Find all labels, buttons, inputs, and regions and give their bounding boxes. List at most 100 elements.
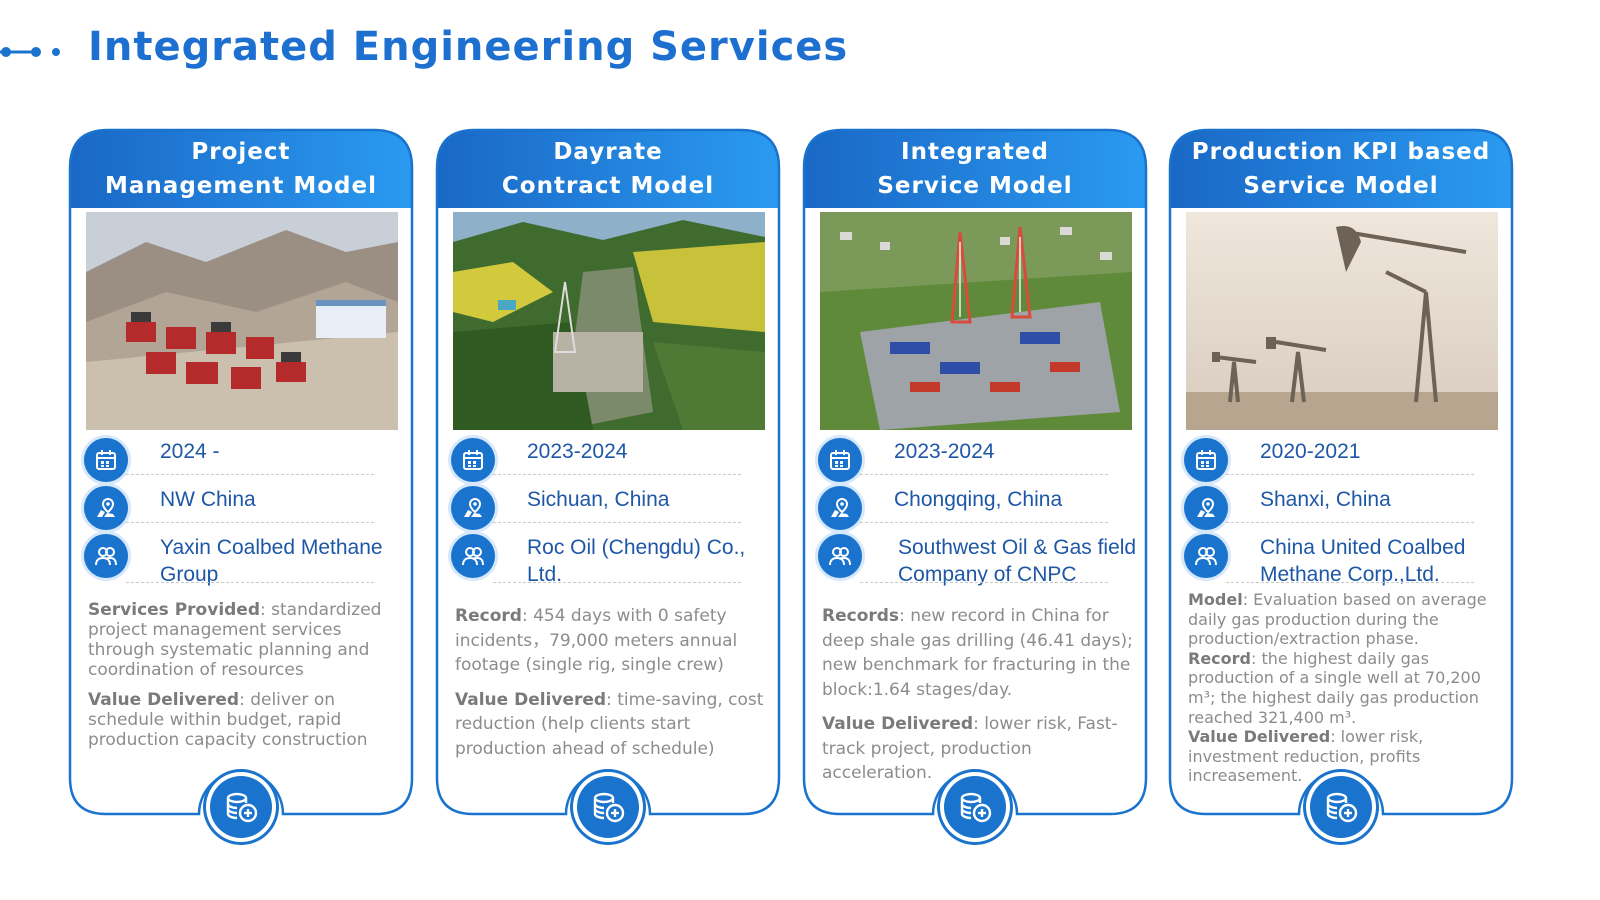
card-title: Project Management Model bbox=[105, 139, 377, 199]
page-header: Integrated Engineering Services bbox=[0, 20, 900, 80]
card-title: Dayrate Contract Model bbox=[501, 139, 715, 199]
divider bbox=[493, 474, 741, 475]
divider bbox=[1226, 474, 1474, 475]
twin-rig-site-photo bbox=[820, 212, 1132, 430]
card-title: Integrated Service Model bbox=[877, 139, 1073, 199]
date-row: 2020-2021 bbox=[1184, 434, 1484, 484]
desc-text: : new record in China for deep shale gas… bbox=[822, 606, 1133, 700]
drilling-site-mountain-photo bbox=[86, 212, 398, 430]
people-icon bbox=[451, 534, 495, 578]
calendar-icon bbox=[451, 438, 495, 482]
divider bbox=[1226, 522, 1474, 523]
desc-paragraph: Record: the highest daily gas production… bbox=[1188, 649, 1506, 727]
date-row: 2024 - bbox=[84, 434, 384, 484]
coins-badge-icon bbox=[210, 776, 272, 838]
card-frame bbox=[68, 128, 414, 816]
coins-badge-icon bbox=[944, 776, 1006, 838]
desc-text: : lower risk, investment reduction, prof… bbox=[1188, 727, 1424, 786]
card-frame bbox=[435, 128, 781, 816]
desc-text: : 454 days with 0 safety incidents，79,00… bbox=[455, 606, 738, 675]
divider bbox=[126, 474, 374, 475]
divider bbox=[493, 522, 741, 523]
client-name: Roc Oil (Chengdu) Co., Ltd. bbox=[527, 536, 746, 586]
project-date: 2020-2021 bbox=[1260, 440, 1361, 463]
location-row: Shanxi, China bbox=[1184, 482, 1484, 532]
people-icon bbox=[84, 534, 128, 578]
desc-paragraph: Model: Evaluation based on average daily… bbox=[1188, 590, 1506, 649]
client-name: Southwest Oil & Gas field Company of CNP… bbox=[898, 536, 1137, 586]
client-row: Southwest Oil & Gas field Company of CNP… bbox=[818, 530, 1136, 590]
location-row: Chongqing, China bbox=[818, 482, 1118, 532]
desc-label: Services Provided bbox=[88, 600, 261, 620]
date-row: 2023-2024 bbox=[451, 434, 751, 484]
desc-paragraph: Value Delivered: deliver on schedule wit… bbox=[88, 690, 406, 750]
coins-badge-icon bbox=[577, 776, 639, 838]
project-location: NW China bbox=[160, 488, 256, 511]
map-pin-icon bbox=[818, 486, 862, 530]
desc-paragraph: Value Delivered: lower risk, investment … bbox=[1188, 727, 1506, 786]
desc-label: Records bbox=[822, 606, 900, 626]
calendar-icon bbox=[84, 438, 128, 482]
map-pin-icon bbox=[1184, 486, 1228, 530]
client-row: Yaxin Coalbed Methane Group bbox=[84, 530, 384, 590]
desc-text: : Evaluation based on average daily gas … bbox=[1188, 590, 1487, 649]
desc-text: : standardized project management servic… bbox=[88, 600, 382, 680]
desc-label: Model bbox=[1188, 590, 1243, 609]
divider bbox=[860, 474, 1108, 475]
desc-paragraph: Services Provided: standardized project … bbox=[88, 600, 406, 680]
card-description: Model: Evaluation based on average daily… bbox=[1188, 590, 1506, 786]
card-frame bbox=[1168, 128, 1514, 816]
card-description: Services Provided: standardized project … bbox=[88, 600, 406, 760]
divider bbox=[860, 522, 1108, 523]
desc-text: : the highest daily gas production of a … bbox=[1188, 648, 1481, 727]
dots-decoration-icon bbox=[0, 47, 60, 57]
project-location: Sichuan, China bbox=[527, 488, 670, 511]
service-card-3: Integrated Service Model 2023-2024 Chong… bbox=[802, 128, 1148, 838]
card-description: Records: new record in China for deep sh… bbox=[822, 604, 1140, 796]
divider bbox=[860, 582, 1108, 583]
client-name: Yaxin Coalbed Methane Group bbox=[160, 536, 383, 586]
desc-paragraph: Value Delivered: time-saving, cost reduc… bbox=[455, 688, 773, 762]
divider bbox=[493, 582, 741, 583]
project-date: 2024 - bbox=[160, 440, 220, 463]
desc-label: Record bbox=[455, 606, 522, 626]
divider bbox=[1226, 582, 1474, 583]
coins-badge-icon bbox=[1310, 776, 1372, 838]
map-pin-icon bbox=[84, 486, 128, 530]
people-icon bbox=[818, 534, 862, 578]
desc-label: Value Delivered bbox=[1188, 727, 1331, 747]
rig-in-valley-photo bbox=[453, 212, 765, 430]
desc-text: : time-saving, cost reduction (help clie… bbox=[455, 689, 764, 759]
card-description: Record: 454 days with 0 safety incidents… bbox=[455, 604, 773, 771]
desc-paragraph: Record: 454 days with 0 safety incidents… bbox=[455, 604, 773, 678]
location-row: Sichuan, China bbox=[451, 482, 751, 532]
desc-label: Value Delivered bbox=[822, 714, 974, 734]
desc-text: : lower risk, Fast-track project, produc… bbox=[822, 714, 1118, 783]
client-row: China United Coalbed Methane Corp.,Ltd. bbox=[1184, 530, 1484, 590]
location-row: NW China bbox=[84, 482, 384, 532]
page-title: Integrated Engineering Services bbox=[88, 24, 849, 70]
calendar-icon bbox=[818, 438, 862, 482]
service-card-1: Project Management Model 2024 - NW China bbox=[68, 128, 414, 838]
pump-jacks-photo bbox=[1186, 212, 1498, 430]
desc-text: : deliver on schedule within budget, rap… bbox=[88, 690, 368, 750]
calendar-icon bbox=[1184, 438, 1228, 482]
project-location: Chongqing, China bbox=[894, 488, 1063, 511]
divider bbox=[126, 522, 374, 523]
project-date: 2023-2024 bbox=[527, 440, 628, 463]
desc-label: Record bbox=[1188, 648, 1251, 668]
service-card-4: Production KPI based Service Model 2020-… bbox=[1168, 128, 1514, 838]
card-title: Production KPI based Service Model bbox=[1191, 139, 1491, 199]
desc-label: Value Delivered bbox=[88, 690, 240, 710]
divider bbox=[126, 582, 374, 583]
client-row: Roc Oil (Chengdu) Co., Ltd. bbox=[451, 530, 751, 590]
map-pin-icon bbox=[451, 486, 495, 530]
desc-label: Value Delivered bbox=[455, 689, 607, 710]
project-location: Shanxi, China bbox=[1260, 488, 1391, 511]
project-date: 2023-2024 bbox=[894, 440, 995, 463]
client-name: China United Coalbed Methane Corp.,Ltd. bbox=[1260, 536, 1466, 586]
desc-paragraph: Records: new record in China for deep sh… bbox=[822, 604, 1140, 702]
people-icon bbox=[1184, 534, 1228, 578]
card-frame bbox=[802, 128, 1148, 816]
service-card-2: Dayrate Contract Model 2023-2024 Sichuan bbox=[435, 128, 781, 838]
